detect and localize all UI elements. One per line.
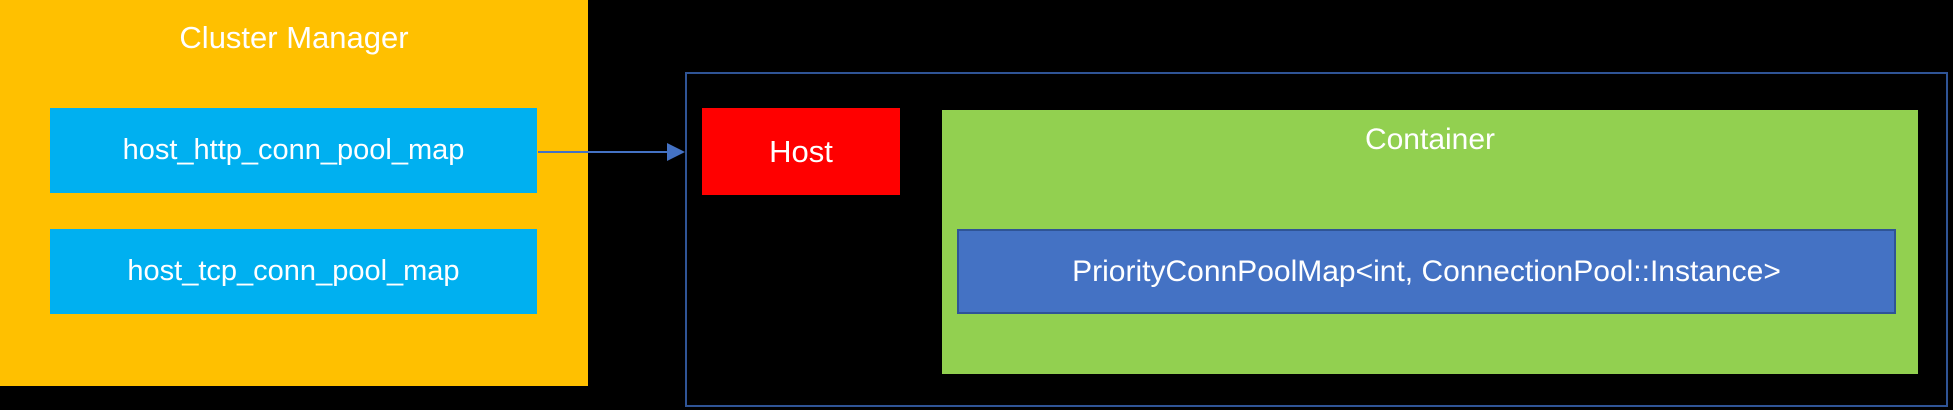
arrow-head-icon <box>667 143 685 161</box>
connector-arrow-line <box>538 151 670 153</box>
container-box: Container PriorityConnPoolMap<int, Conne… <box>942 110 1918 374</box>
host-tcp-conn-pool-map-label: host_tcp_conn_pool_map <box>127 255 460 287</box>
host-tcp-conn-pool-map-box: host_tcp_conn_pool_map <box>50 229 537 314</box>
priority-conn-pool-map-label: PriorityConnPoolMap<int, ConnectionPool:… <box>1072 254 1781 288</box>
host-box: Host <box>702 108 900 195</box>
host-label: Host <box>769 133 833 169</box>
cluster-manager-title: Cluster Manager <box>179 20 409 55</box>
host-group-box: Host Container PriorityConnPoolMap<int, … <box>685 72 1948 407</box>
container-title: Container <box>1364 123 1496 156</box>
host-http-conn-pool-map-box: host_http_conn_pool_map <box>50 108 537 193</box>
host-http-conn-pool-map-label: host_http_conn_pool_map <box>122 134 465 166</box>
priority-conn-pool-map-box: PriorityConnPoolMap<int, ConnectionPool:… <box>957 229 1896 314</box>
cluster-manager-box: Cluster Manager host_http_conn_pool_map … <box>0 0 588 386</box>
